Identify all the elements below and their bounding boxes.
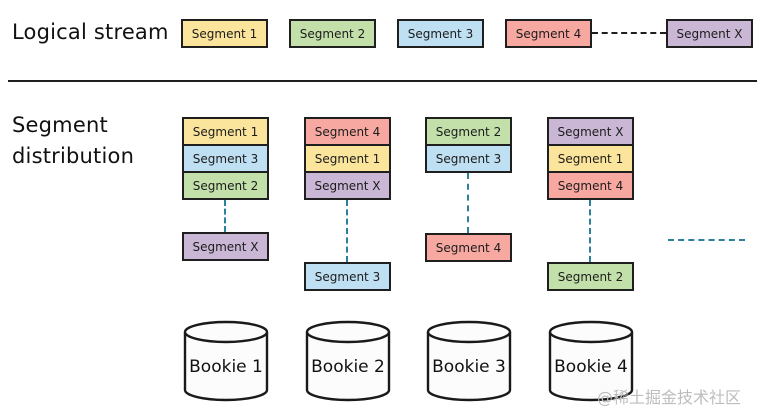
logical-segment-4: Segment 4 [505,19,592,48]
segment-distribution-title: Segment distribution [12,113,135,168]
bookie2-stack-segment: Segment X [304,171,391,200]
bookie4-label: Bookie 4 [554,357,628,377]
bookie4-detached-segment: Segment 2 [547,262,634,291]
more-bookies-dash [668,239,745,241]
bookie2-label: Bookie 2 [311,357,385,377]
bookie3-node: Bookie 3 [425,319,513,403]
bookie1-dash-connector [224,200,226,232]
bookie1-stack-segment: Segment 3 [182,144,269,173]
logical-segment-1: Segment 1 [181,19,268,48]
database-cylinder-icon [305,320,391,402]
bookie3-label: Bookie 3 [432,357,506,377]
bookie3-dash-connector [467,173,469,233]
bookie1-detached-segment: Segment X [182,232,269,261]
database-cylinder-icon [426,320,512,402]
watermark: @稀土掘金技术社区 [597,388,742,407]
bookie1-stack-segment: Segment 1 [182,117,269,146]
bookie4-stack-segment: Segment X [547,117,634,146]
bookie2-stack-segment: Segment 4 [304,117,391,146]
bookie4-dash-connector [589,200,591,262]
ellipsis-dash-connector [592,32,666,34]
section-divider [8,80,757,82]
database-cylinder-icon [183,320,269,402]
logical-stream-title: Logical stream [12,20,169,44]
bookie4-node: Bookie 4 [547,319,635,403]
bookie2-node: Bookie 2 [304,319,392,403]
bookie1-label: Bookie 1 [189,357,263,377]
bookie3-detached-segment: Segment 4 [425,233,512,262]
bookie2-detached-segment: Segment 3 [304,262,391,291]
database-cylinder-icon [548,320,634,402]
logical-segment-3: Segment 3 [397,19,484,48]
bookie1-stack-segment: Segment 2 [182,171,269,200]
logical-segment-x: Segment X [666,19,753,48]
logical-segment-2: Segment 2 [289,19,376,48]
bookie3-stack-segment: Segment 2 [425,117,512,146]
bookie2-dash-connector [346,200,348,262]
bookie2-stack-segment: Segment 1 [304,144,391,173]
bookie4-stack-segment: Segment 4 [547,171,634,200]
bookie1-node: Bookie 1 [182,319,270,403]
bookie3-stack-segment: Segment 3 [425,144,512,173]
bookie4-stack-segment: Segment 1 [547,144,634,173]
